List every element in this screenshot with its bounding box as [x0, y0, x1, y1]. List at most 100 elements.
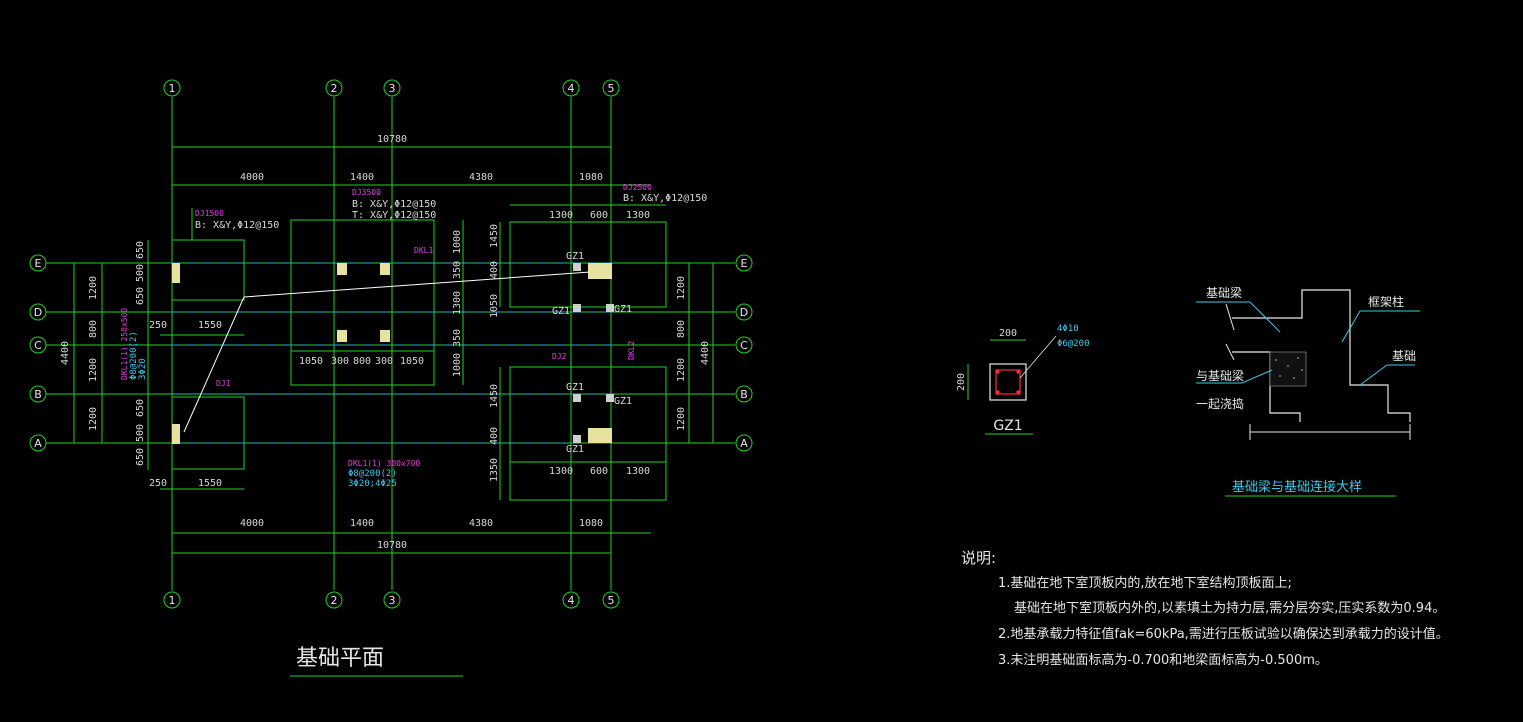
grid-col-label-3: 3	[389, 82, 396, 95]
grid-col-bubble-2	[325, 79, 343, 97]
dj1-label: DJ1	[216, 379, 231, 388]
dkl-bottom-line1: DKL1(1) 300x700	[348, 459, 420, 468]
dj3-vdim-2: 350	[452, 261, 463, 279]
grid-col-bubble-1	[163, 79, 181, 97]
gz1-height: 200	[956, 373, 967, 391]
grid-row-label-E: E	[741, 257, 748, 270]
dj2-bot-vdim-1: 1450	[489, 384, 500, 408]
dj1-offset-bottom: 250	[149, 478, 167, 489]
right-dim-1: 1200	[676, 276, 687, 300]
dkl-bottom-line2: Φ8@200(2)	[348, 469, 397, 479]
total-dim-bottom: 10780	[377, 540, 407, 551]
grid-col-bubble-3	[383, 79, 401, 97]
top-dim-1: 4000	[240, 172, 264, 183]
gz1-width: 200	[999, 328, 1017, 339]
mid-dim-4: 300	[375, 356, 393, 367]
dj2-top-hdim-3: 1300	[626, 210, 650, 221]
right-dim-3: 1200	[676, 358, 687, 382]
left-dim-1: 1200	[88, 276, 99, 300]
gz-label-5: GZ1	[614, 396, 632, 407]
dj2-bot-hdim-3: 1300	[626, 466, 650, 477]
grid-row-bubble-C	[29, 336, 47, 354]
note-1a: 1.基础在地下室顶板内的,放在地下室结构顶板面上;	[998, 575, 1292, 591]
mid-dim-2: 300	[331, 356, 349, 367]
gz-label-3: GZ1	[614, 304, 632, 315]
grid-col-bubble-3	[383, 591, 401, 609]
bottom-dim-2: 1400	[350, 518, 374, 529]
note-3: 3.未注明基础面标高为-0.700和地梁面标高为-0.500m。	[998, 652, 1328, 668]
dj2-bot-vdim-2: 400	[489, 427, 500, 445]
grid-row-label-E: E	[35, 257, 42, 270]
dj1-top-note: B: X&Y,Φ12@150	[195, 220, 279, 231]
grid-row-label-B: B	[34, 388, 42, 401]
right-dim-2: 800	[676, 320, 687, 338]
grid-col-bubble-1	[163, 591, 181, 609]
dj1-top-tag: DJ1500	[195, 209, 224, 218]
dj3-top-tag: DJ3500	[352, 188, 381, 197]
dj3-vdim-1: 1000	[452, 230, 463, 254]
dj2-top-hdim-1: 1300	[549, 210, 573, 221]
grid-row-bubble-C	[735, 336, 753, 354]
dkl-left-line3: 3Φ20	[138, 358, 148, 380]
gz1-rebar-main: 4Φ10	[1057, 324, 1079, 334]
dkl-left-line1: DKL1(1) 250x500	[120, 308, 129, 380]
bottom-dim-3: 4380	[469, 518, 493, 529]
dj3-top-note1: B: X&Y,Φ12@150	[352, 199, 436, 210]
grid-col-bubble-4	[562, 591, 580, 609]
conn-detail-title: 基础梁与基础连接大样	[1232, 479, 1362, 495]
conn-footing-label: 基础	[1392, 349, 1416, 363]
grid-col-bubble-2	[325, 591, 343, 609]
gz-label-4: GZ1	[566, 382, 584, 393]
conn-beam-label: 基础梁	[1206, 285, 1242, 300]
dkl-bottom-line3: 3Φ20;4Φ25	[348, 479, 397, 489]
mid-dim-3: 800	[353, 356, 371, 367]
grid-col-label-4: 4	[568, 594, 575, 607]
plan-title: 基础平面	[296, 646, 384, 671]
gz1-title: GZ1	[993, 418, 1022, 434]
left-sub-dim-4: 650	[135, 399, 146, 417]
grid-row-bubble-A	[735, 434, 753, 452]
gz-label-2: GZ1	[552, 306, 570, 317]
dkl-left-line2: Φ8@200(2)	[129, 331, 139, 380]
dj1-offset-top: 250	[149, 320, 167, 331]
grid-row-label-A: A	[740, 437, 748, 450]
dj2-bot-hdim-1: 1300	[549, 466, 573, 477]
grid-row-label-D: D	[740, 306, 748, 319]
grid-col-label-2: 2	[331, 82, 338, 95]
dj2-top-note: B: X&Y,Φ12@150	[623, 193, 707, 204]
left-sub-dim-2: 500	[135, 264, 146, 282]
grid-row-bubble-B	[735, 385, 753, 403]
dj3-top-note2: T: X&Y,Φ12@150	[352, 210, 436, 221]
mid-dim-1: 1050	[299, 356, 323, 367]
grid-row-bubble-D	[29, 303, 47, 321]
grid-col-label-1: 1	[169, 594, 176, 607]
left-dim-2: 800	[88, 320, 99, 338]
dj2-top-vdim-3: 1050	[489, 294, 500, 318]
dj3-vdim-5: 1000	[452, 353, 463, 377]
right-total-dim: 4400	[700, 341, 711, 365]
bottom-dim-1: 4000	[240, 518, 264, 529]
grid-col-bubble-5	[602, 591, 620, 609]
gz1-rebar-stirrup: Φ6@200	[1057, 339, 1090, 349]
grid-row-label-B: B	[740, 388, 748, 401]
top-dim-3: 4380	[469, 172, 493, 183]
left-sub-dim-1: 650	[135, 241, 146, 259]
grid-row-bubble-A	[29, 434, 47, 452]
grid-col-label-5: 5	[608, 82, 615, 95]
dj2-top-tag: DJ2500	[623, 183, 652, 192]
grid-col-label-1: 1	[169, 82, 176, 95]
notes-heading: 说明:	[961, 549, 996, 567]
bottom-dim-4: 1080	[579, 518, 603, 529]
grid-row-bubble-E	[735, 254, 753, 272]
left-sub-dim-6: 650	[135, 448, 146, 466]
grid-col-bubble-5	[602, 79, 620, 97]
grid-col-bubble-4	[562, 79, 580, 97]
dkl2-label: DKL2	[627, 341, 636, 360]
gz1-section-detail: 200 200 4Φ10 Φ6@200 GZ1	[956, 324, 1090, 435]
conn-column-label: 框架柱	[1368, 294, 1404, 309]
beam-footing-connection-detail: 基础梁 框架柱 基础 与基础梁 一起浇捣 基础梁与基础连接大样	[1196, 285, 1420, 497]
dkl1-label: DKL1	[414, 246, 433, 255]
grid-col-label-2: 2	[331, 594, 338, 607]
top-dim-2: 1400	[350, 172, 374, 183]
